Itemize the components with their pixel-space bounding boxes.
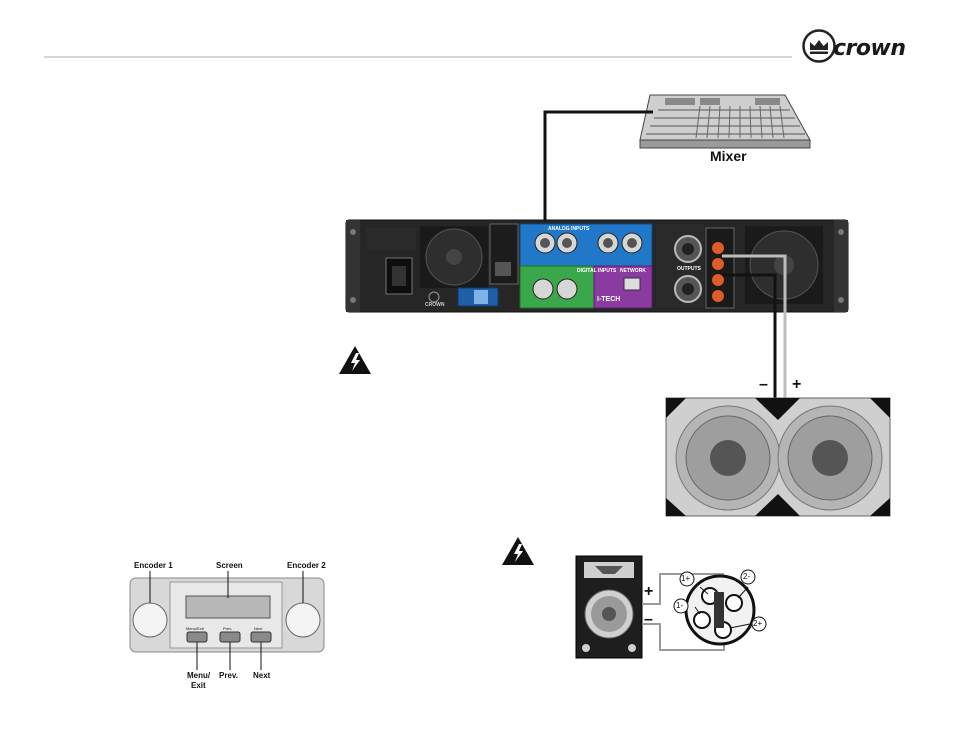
network-label: NETWORK (620, 268, 646, 274)
speaker-plus-label: + (644, 583, 653, 601)
front-panel-illustration (130, 571, 324, 670)
mixer-illustration (640, 95, 810, 148)
itech-label: I-TECH (597, 296, 620, 303)
sub-plus-label: + (792, 376, 801, 394)
prev-callout: Prev. (219, 671, 238, 680)
speaker-cabinet-illustration (576, 556, 642, 658)
next-button-legend: Next (254, 626, 262, 631)
menu-callout-line2: Exit (191, 681, 206, 690)
pin-2plus-label: 2+ (753, 619, 762, 628)
screen-label: Screen (216, 561, 243, 570)
analog-inputs-label: ANALOG INPUTS (548, 226, 589, 232)
prev-button-legend: Prev. (223, 626, 232, 631)
pin-2minus-label: 2- (743, 572, 750, 581)
speakon-connector (686, 576, 754, 644)
speaker-minus-label: – (644, 611, 653, 629)
encoder2-label: Encoder 2 (287, 561, 326, 570)
pin-1plus-label: 1+ (681, 574, 690, 583)
encoder1-label: Encoder 1 (134, 561, 173, 570)
digital-inputs-label: DIGITAL INPUTS (577, 268, 616, 274)
outputs-label: OUTPUTS (677, 266, 701, 272)
warning-high-voltage-icon (501, 536, 535, 566)
warning-high-voltage-icon (338, 345, 372, 375)
menu-button-legend: Menu/Exit (186, 626, 204, 631)
amp-brand-label: CROWN (425, 302, 444, 308)
pin-1minus-label: 1- (676, 601, 683, 610)
sub-minus-label: – (759, 376, 768, 394)
menu-callout-line1: Menu/ (187, 671, 210, 680)
next-callout: Next (253, 671, 270, 680)
mixer-label: Mixer (710, 148, 747, 164)
subwoofer-illustration (666, 398, 890, 516)
